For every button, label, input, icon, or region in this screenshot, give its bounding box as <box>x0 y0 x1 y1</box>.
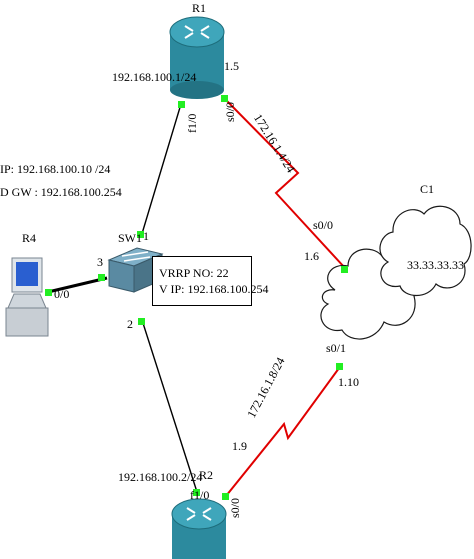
link-r1-c1-serial <box>225 99 346 269</box>
r2-name: R2 <box>199 468 214 482</box>
c1-name: C1 <box>420 182 435 196</box>
r4-port-label: 0/0 <box>54 287 70 301</box>
r4-name: R4 <box>22 231 37 245</box>
c1-host16-label: 1.6 <box>304 249 319 263</box>
sw1-port2-label: 2 <box>127 317 133 331</box>
c1-address: 33.33.33.33 <box>407 258 464 272</box>
r2-s00-label: s0/0 <box>228 497 242 518</box>
link-r4-sw1 <box>47 276 108 294</box>
r2-host-label: 1.9 <box>232 439 247 453</box>
c1-host110-label: 1.10 <box>338 375 359 389</box>
r1-address-label: 192.168.100.1/24 <box>112 70 197 84</box>
port-dots <box>45 95 348 500</box>
r4-ip-label: IP: 192.168.100.10 /24 <box>0 162 111 176</box>
vrrp-group-label: VRRP NO: 22 <box>159 266 229 280</box>
link-sw1-r2 <box>141 319 198 493</box>
r1-name: R1 <box>192 1 207 15</box>
r4-gateway-label: D GW : 192.168.100.254 <box>0 185 122 199</box>
sw1-port3-label: 3 <box>97 255 103 269</box>
r2-address-label: 192.168.100.2/24 <box>118 470 203 484</box>
router-icon <box>169 16 225 99</box>
sw1-name: SW1 <box>118 231 142 245</box>
r2-f10-label: f1/0 <box>190 488 210 502</box>
host-pc-icon <box>5 257 49 337</box>
link-r2-c1-serial <box>225 363 343 497</box>
r1-s00-label: s0/0 <box>223 101 237 122</box>
sw1-port1-label: 1 <box>143 229 149 243</box>
router-icon <box>171 498 227 559</box>
c1-s01-label: s0/1 <box>326 341 347 355</box>
link-r1-sw1 <box>140 103 182 238</box>
vrrp-info-box: VRRP NO: 22 V IP: 192.168.100.254 <box>152 256 269 306</box>
c1-s00-label: s0/0 <box>313 218 334 232</box>
vrrp-vip-label: V IP: 192.168.100.254 <box>159 282 269 296</box>
r1-host-label: 1.5 <box>224 59 239 73</box>
r1-f10-label: f1/0 <box>185 113 199 133</box>
